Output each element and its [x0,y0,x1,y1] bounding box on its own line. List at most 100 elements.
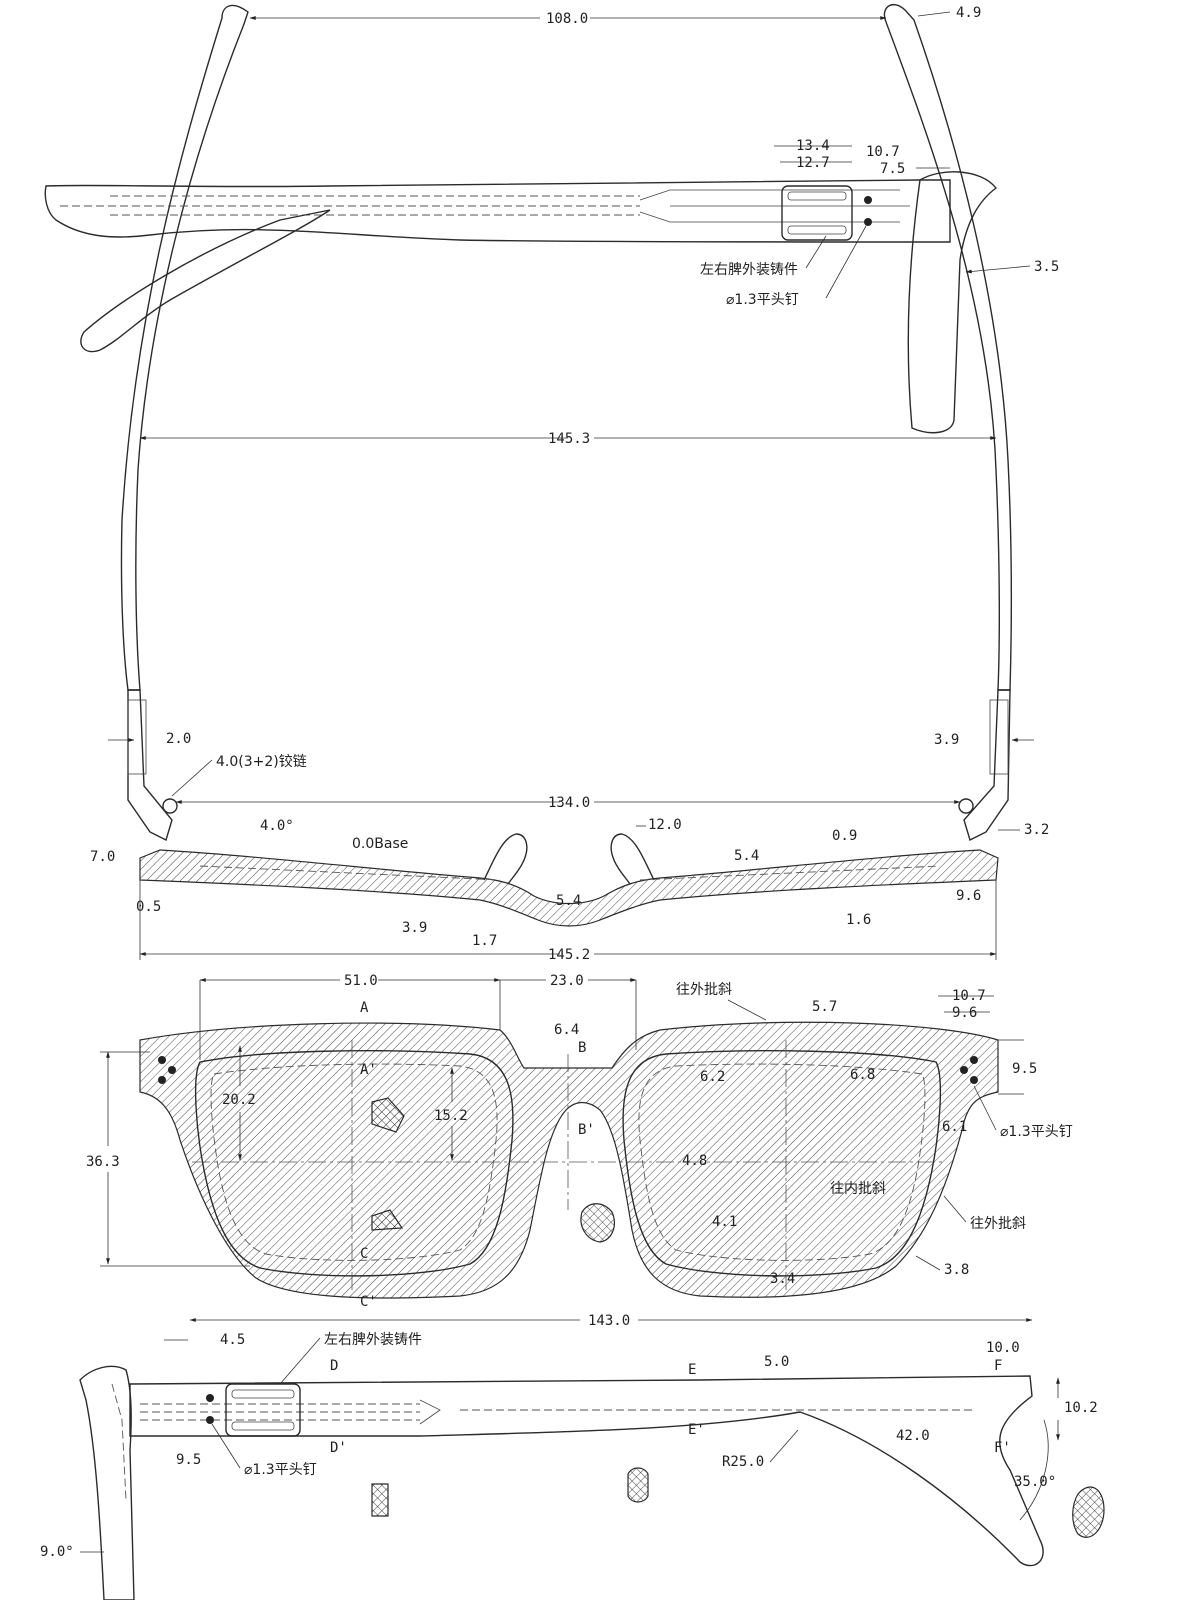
dim-pin-offset: 7.5 [880,161,905,177]
label-pin-front: ⌀1.3平头钉 [1000,1124,1073,1140]
right-hinge [963,689,1011,841]
dim-hinge-block-inner: 12.7 [796,155,830,171]
dim-bridge-bottom: 1.7 [472,933,497,949]
folded-temple-rod [639,189,910,223]
nose-pad-right [610,833,655,885]
label-outer-bevel-side: 往外批斜 [970,1216,1026,1232]
top-view: 108.0 4.9 13.4 12.7 10.7 7.5 3.5 左右脾外装铸件… [44,4,1059,691]
label-hinge: 4.0(3+2)铰链 [216,754,307,770]
dim-temple-length: 143.0 [588,1313,630,1329]
section-e [627,1467,649,1503]
dim-rim-chamfer: 0.9 [832,828,857,844]
dim-lower-rim-step: 3.9 [402,920,427,936]
dim-hinge-width: 9.5 [176,1452,201,1468]
dim-lower-rim-left: 0.5 [136,899,161,915]
dim-endpiece-rim: 6.1 [942,1119,967,1135]
dim-endpiece-right: 3.2 [1024,822,1049,838]
section-f [1072,1486,1105,1538]
dim-temple-tip: 4.9 [956,5,981,21]
section-label-c: C [360,1246,368,1262]
dim-lens-width: 51.0 [344,973,378,989]
dim-bridge-thickness: 5.4 [556,893,581,909]
section-label-b-prime: B' [578,1122,595,1138]
dim-tip-length: 10.0 [986,1340,1020,1356]
front-view: 51.0 23.0 往外批斜 5.7 10.7 9.6 6.4 6.2 6.8 … [86,973,1073,1310]
dim-lower-rim: 3.4 [770,1271,795,1287]
front-plan-view: 134.0 2.0 3.9 4.0(3+2)铰链 4.0° 0.0Base 12… [90,689,1049,963]
dim-endpiece-height: 9.5 [1012,1061,1037,1077]
folded-temple [44,179,951,243]
dim-bend-offset: 5.0 [764,1354,789,1370]
section-label-e-prime: E' [688,1422,705,1438]
nose-pad-left [483,833,528,885]
folded-temple-lower [80,209,331,353]
dim-temple-span: 145.3 [548,431,590,447]
section-label-f-prime: F' [994,1440,1011,1456]
left-temple-outline [120,4,249,691]
dim-bridge-height: 12.0 [648,817,682,833]
dim-nose-pad: 4.8 [682,1153,707,1169]
section-label-a-prime: A' [360,1062,377,1078]
dim-bridge-top: 6.4 [554,1022,579,1038]
casting-block-side [225,1383,301,1437]
label-pin-side: ⌀1.3平头钉 [244,1462,317,1478]
dim-temple-thickness: 3.5 [1034,259,1059,275]
dim-bridge-width: 23.0 [550,973,584,989]
section-c [371,1209,404,1231]
dim-tip-height: 10.2 [1064,1400,1098,1416]
dim-front-side-left: 7.0 [90,849,115,865]
section-label-c-prime: C' [360,1294,377,1310]
section-label-a: A [360,1000,369,1016]
dim-bend-radius: R25.0 [722,1454,764,1470]
dim-upper-half-height: 20.2 [222,1092,256,1108]
dim-hinge-left: 2.0 [166,731,191,747]
dim-pantoscopic-angle: 9.0° [40,1544,74,1560]
label-inner-bevel: 往内批斜 [830,1181,886,1197]
label-casting-top: 左右脾外装铸件 [700,262,798,278]
left-lens [194,1050,514,1277]
dim-hinge-block-outer: 13.4 [796,138,830,154]
left-hinge [127,689,173,841]
dim-rim-inner-left: 6.2 [700,1069,725,1085]
dim-temple-tip-span: 108.0 [546,11,588,27]
side-temple [129,1375,1044,1567]
dim-endpiece-inner: 9.6 [952,1005,977,1021]
dim-rim-lower: 4.1 [712,1214,737,1230]
right-lens [622,1050,942,1277]
dim-bridge-depth: 15.2 [434,1108,468,1124]
section-b [580,1203,615,1243]
label-outer-bevel-top: 往外批斜 [676,982,732,998]
section-label-f: F [994,1358,1002,1374]
dim-hinge-offset: 4.5 [220,1332,245,1348]
dim-rim-thickness-right: 5.4 [734,848,759,864]
dim-lens-height: 36.3 [86,1154,120,1170]
dim-rim-inner-right: 6.8 [850,1067,875,1083]
section-a [371,1097,405,1133]
section-label-d: D [330,1358,338,1374]
side-view: 143.0 4.5 左右脾外装铸件 10.0 5.0 10.2 42.0 9.5… [40,1313,1105,1600]
label-base-curve: 0.0Base [352,836,408,852]
label-pin-top: ⌀1.3平头钉 [726,292,799,308]
label-casting-side: 左右脾外装铸件 [324,1332,422,1348]
dim-pin-spacing: 10.7 [866,144,900,160]
dim-tip-section: 42.0 [896,1428,930,1444]
dim-hinge-right: 3.9 [934,732,959,748]
dim-outer-rim-lower: 3.8 [944,1262,969,1278]
right-temple-outline [883,4,1013,691]
dim-tip-angle: 35.0° [1014,1474,1056,1490]
folded-endpiece [907,171,997,434]
section-label-d-prime: D' [330,1440,347,1456]
dim-front-width: 145.2 [548,947,590,963]
section-d [371,1483,389,1517]
casting-block-top [781,185,853,241]
dim-endpiece-width-right: 9.6 [956,888,981,904]
dim-top-bar: 5.7 [812,999,837,1015]
frame-outer [139,1021,999,1299]
section-label-e: E [688,1362,696,1378]
section-label-b: B [578,1040,586,1056]
dim-front-angle: 4.0° [260,818,294,834]
folded-temple-dashed [60,195,640,216]
dim-rim-bottom-right: 1.6 [846,912,871,928]
dim-hinge-inner-span: 134.0 [548,795,590,811]
